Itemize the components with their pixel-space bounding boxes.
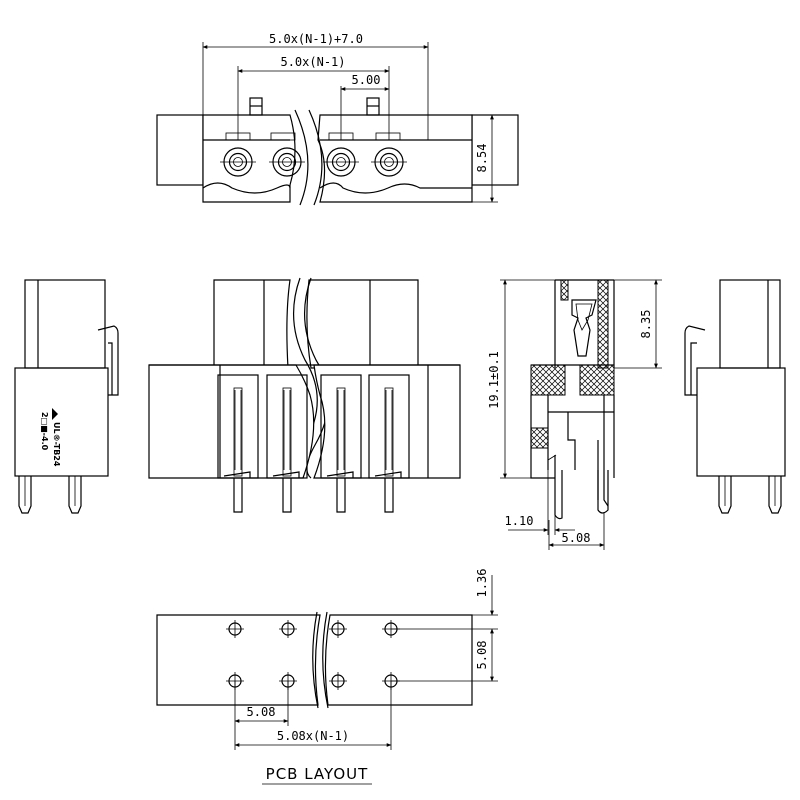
left-side-view: UL®-TB24 2□■-4.0 bbox=[14, 279, 119, 514]
dim-row-spacing: 5.08 bbox=[475, 641, 489, 670]
dim-edge: 1.36 bbox=[475, 569, 489, 598]
logo-icon bbox=[52, 408, 58, 420]
pcb-hole bbox=[329, 620, 347, 638]
front-pin-group bbox=[217, 374, 410, 513]
dim-pcb-span: 5.08x(N-1) bbox=[277, 729, 349, 743]
right-side-view bbox=[684, 279, 786, 514]
dim-pin-pitch: 5.08 bbox=[562, 531, 591, 545]
dim-overall-width: 5.0x(N-1)+7.0 bbox=[269, 32, 363, 46]
screw-terminal bbox=[220, 147, 256, 177]
pcb-hole bbox=[329, 672, 347, 690]
dim-offset: 1.10 bbox=[505, 514, 534, 528]
pcb-hole-group bbox=[226, 620, 400, 690]
contact-pin bbox=[368, 374, 410, 513]
contact-pin bbox=[320, 374, 362, 513]
front-view bbox=[148, 277, 461, 513]
contact-pin bbox=[266, 374, 308, 513]
dim-span: 5.0x(N-1) bbox=[280, 55, 345, 69]
contact-pin bbox=[217, 374, 259, 513]
screw-terminal bbox=[371, 147, 407, 177]
pcb-layout: 1.36 5.08 5.08 5.08x(N-1) PCB LAYOUT bbox=[156, 569, 498, 785]
dim-total-height: 19.1±0.1 bbox=[487, 351, 501, 409]
screw-terminal bbox=[323, 147, 359, 177]
marking-line1: UL®-TB24 bbox=[52, 422, 61, 467]
section-view: 19.1±0.1 8.35 1.10 5.08 bbox=[487, 279, 662, 550]
top-view: 5.0x(N-1)+7.0 5.0x(N-1) 5.00 8.54 bbox=[156, 32, 519, 206]
marking-line2: 2□■-4.0 bbox=[40, 412, 49, 451]
pcb-layout-caption: PCB LAYOUT bbox=[266, 765, 369, 783]
dim-upper-height: 8.35 bbox=[639, 310, 653, 339]
screw-terminal bbox=[269, 147, 305, 177]
pcb-hole bbox=[279, 620, 297, 638]
dim-pitch: 5.00 bbox=[352, 73, 381, 87]
top-screw-group bbox=[220, 147, 407, 177]
pcb-hole bbox=[226, 620, 244, 638]
dim-pcb-pitch: 5.08 bbox=[247, 705, 276, 719]
dim-height: 8.54 bbox=[475, 144, 489, 173]
